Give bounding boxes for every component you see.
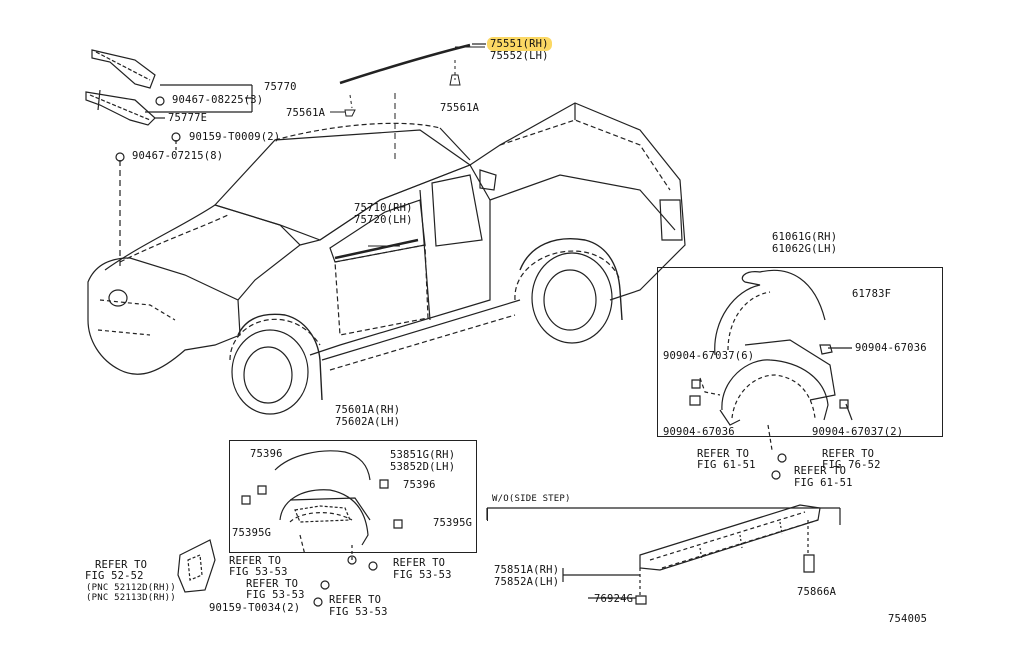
mudflap: [178, 540, 215, 592]
part-label-75720[interactable]: 75720(LH): [354, 214, 413, 226]
front-fender-assembly: [242, 451, 402, 606]
part-label-90904-67036-left[interactable]: 90904-67036: [663, 426, 735, 438]
refer-to-label: REFER TO: [697, 448, 750, 460]
part-label-76924g[interactable]: 76924G: [594, 593, 634, 605]
part-label-90159-t0009[interactable]: 90159-T0009(2): [189, 131, 281, 143]
part-label-75395g-a[interactable]: 75395G: [232, 527, 272, 539]
part-label-75601a[interactable]: 75601A(RH): [335, 404, 401, 416]
rear-fender-box: [657, 267, 943, 437]
fig-53-53-link[interactable]: FIG 53-53: [393, 569, 452, 581]
rear-fender-assembly: [690, 270, 852, 479]
truck-illustration: [88, 44, 685, 414]
part-label-75710[interactable]: 75710(RH): [354, 202, 413, 214]
part-label-90467-07215[interactable]: 90467-07215(8): [132, 150, 224, 162]
part-label-90904-67037-2[interactable]: 90904-67037(2): [812, 426, 904, 438]
part-label-61061g[interactable]: 61061G(RH): [772, 231, 838, 243]
pnc-note-52112d: (PNC 52112D(RH)): [86, 583, 176, 593]
fig-53-53-link[interactable]: FIG 53-53: [329, 606, 388, 618]
refer-to-label: REFER TO: [229, 555, 282, 567]
side-step: [487, 505, 840, 604]
part-label-75777e[interactable]: 75777E: [168, 112, 208, 124]
side-step-note: W/O(SIDE STEP): [492, 494, 571, 504]
fig-53-53-link[interactable]: FIG 53-53: [229, 566, 288, 578]
pnc-note-52113d: (PNC 52113D(RH)): [86, 593, 176, 603]
refer-to-label: REFER TO: [329, 594, 382, 606]
fig-61-51-link[interactable]: FIG 61-51: [794, 477, 853, 489]
part-label-53852d[interactable]: 53852D(LH): [390, 461, 456, 473]
part-label-75852a[interactable]: 75852A(LH): [494, 576, 560, 588]
fig-53-53-link[interactable]: FIG 53-53: [246, 589, 305, 601]
part-label-75561a-right[interactable]: 75561A: [440, 102, 480, 114]
side-step-box-left: [487, 508, 488, 521]
fig-52-52-link[interactable]: FIG 52-52: [85, 570, 144, 582]
part-label-75395g-b[interactable]: 75395G: [433, 517, 473, 529]
fig-76-52-link[interactable]: FIG 76-52: [822, 459, 881, 471]
part-label-90467-08225[interactable]: 90467-08225(3): [172, 94, 264, 106]
fig-61-51-link[interactable]: FIG 61-51: [697, 459, 756, 471]
part-label-75551[interactable]: 75551(RH): [487, 37, 552, 51]
refer-to-label: REFER TO: [246, 578, 299, 590]
part-label-90904-67036-right[interactable]: 90904-67036: [855, 342, 927, 354]
part-label-75552[interactable]: 75552(LH): [490, 50, 549, 62]
refer-to-label: REFER TO: [95, 559, 148, 571]
part-label-75396-a[interactable]: 75396: [250, 448, 283, 460]
part-label-61062g[interactable]: 61062G(LH): [772, 243, 838, 255]
refer-to-label: REFER TO: [822, 448, 875, 460]
part-label-75396-b[interactable]: 75396: [403, 479, 436, 491]
part-label-75851a[interactable]: 75851A(RH): [494, 564, 560, 576]
part-label-75602a[interactable]: 75602A(LH): [335, 416, 401, 428]
diagram-id: 754005: [888, 613, 928, 625]
part-label-61783f[interactable]: 61783F: [852, 288, 892, 300]
cowl-parts: [86, 50, 252, 270]
part-label-75866a[interactable]: 75866A: [797, 586, 837, 598]
roof-clips: [345, 60, 460, 160]
part-label-90159-t0034[interactable]: 90159-T0034(2): [209, 602, 301, 614]
refer-to-label: REFER TO: [794, 465, 847, 477]
front-fender-box: [229, 440, 477, 553]
refer-to-label: REFER TO: [393, 557, 446, 569]
part-label-53851g[interactable]: 53851G(RH): [390, 449, 456, 461]
part-label-90904-67037-6[interactable]: 90904-67037(6): [663, 350, 755, 362]
part-label-75561a-left[interactable]: 75561A: [286, 107, 326, 119]
part-label-75770[interactable]: 75770: [264, 81, 297, 93]
